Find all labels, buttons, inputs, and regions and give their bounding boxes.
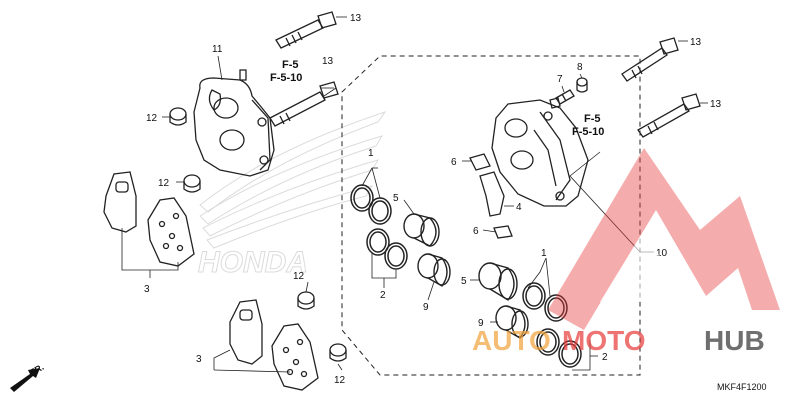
callout-4: 4 <box>516 202 522 213</box>
bleeder-valve-7 <box>555 89 575 105</box>
callout-labels: 11 13 13 12 12 3 1 5 2 9 12 3 12 13 13 7… <box>144 13 722 386</box>
automotohub-watermark: AUTO MOTO HUB <box>472 148 780 356</box>
piston-5-right <box>478 262 518 301</box>
watermark-logo-icon <box>548 148 780 330</box>
right-bolt-upper <box>621 37 679 82</box>
left-brake-pad-back <box>103 171 137 233</box>
callout-11: 11 <box>212 44 223 55</box>
seal-set-1-right <box>522 282 568 322</box>
callout-9-right: 9 <box>478 318 484 329</box>
honda-wing-watermark: HONDA <box>198 111 387 280</box>
seal-set-2-left <box>366 228 408 270</box>
front-direction-indicator: FR. <box>10 362 46 392</box>
bushing-12-bottom <box>329 343 347 362</box>
callout-13-right-upper: 13 <box>690 37 702 48</box>
assembly-panel-outline <box>341 55 641 376</box>
bushing-12-middle <box>297 291 315 310</box>
callout-12-bottom: 12 <box>334 375 346 386</box>
bottom-brake-pad-front <box>271 323 319 391</box>
callout-6-upper: 6 <box>451 157 457 168</box>
ref-right-line1: F-5 <box>584 113 601 125</box>
ref-left-line1: F-5 <box>282 59 299 71</box>
callout-8: 8 <box>577 62 583 73</box>
seal-set-1-left <box>350 184 392 225</box>
front-label: FR. <box>28 362 46 378</box>
callout-12-middle: 12 <box>293 271 305 282</box>
left-bolt-upper <box>275 11 337 49</box>
bottom-brake-pad-back <box>229 299 263 365</box>
callout-2-left: 2 <box>380 290 386 301</box>
callout-13-right-lower: 13 <box>710 99 722 110</box>
bushing-12-upper <box>169 107 187 126</box>
piston-9-left <box>417 253 451 287</box>
callout-3-left: 3 <box>144 284 150 295</box>
part-code: MKF4F1200 <box>717 382 767 392</box>
callout-1-left: 1 <box>368 148 374 159</box>
callout-12-lower: 12 <box>158 178 170 189</box>
watermark-text-auto: AUTO <box>472 325 551 356</box>
callout-3-bottom: 3 <box>196 354 202 365</box>
left-caliper-body <box>193 69 275 177</box>
leader-lines <box>121 16 708 373</box>
callout-13-left-upper: 13 <box>350 13 362 24</box>
callout-5-right: 5 <box>461 276 467 287</box>
reference-labels: F-5 F-5-10 F-5 F-5-10 <box>270 59 604 138</box>
honda-watermark-text: HONDA <box>198 246 308 279</box>
left-brake-pad-front <box>147 197 195 267</box>
callout-2-right: 2 <box>602 352 608 363</box>
pad-pin-clip-6-lower <box>493 225 513 239</box>
bleeder-cap-8 <box>576 77 588 93</box>
watermark-text-hub: HUB <box>704 325 765 356</box>
seal-set-2-right <box>536 328 582 368</box>
callout-12-upper: 12 <box>146 113 158 124</box>
right-caliper-body <box>491 97 589 207</box>
callout-10: 10 <box>656 248 668 259</box>
ref-right-line2: F-5-10 <box>572 126 604 138</box>
pad-spring-4 <box>479 171 505 217</box>
callout-5-left: 5 <box>393 193 399 204</box>
left-bolt-lower <box>269 81 339 127</box>
callout-13-left-lower: 13 <box>322 56 334 67</box>
bushing-12-lower <box>183 174 201 193</box>
front-arrow-icon <box>10 368 40 392</box>
piston-5-left <box>403 213 440 247</box>
right-bolt-lower <box>637 93 701 138</box>
pad-pin-clip-6-upper <box>469 153 491 171</box>
ref-left-line2: F-5-10 <box>270 72 302 84</box>
callout-6-lower: 6 <box>473 226 479 237</box>
watermark-text-moto: MOTO <box>562 325 645 356</box>
callout-7: 7 <box>557 74 563 85</box>
callout-1-right: 1 <box>541 248 547 259</box>
callout-9-left: 9 <box>423 302 429 313</box>
piston-9-right <box>495 305 529 339</box>
